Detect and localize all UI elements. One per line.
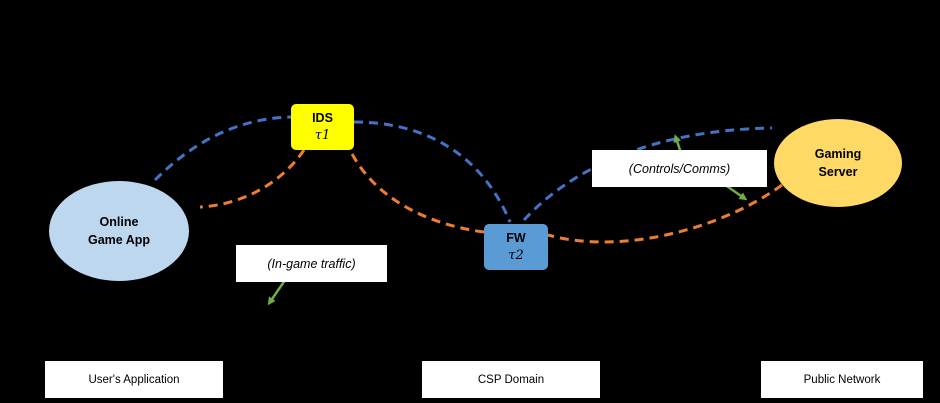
online-game-app-node: Online Game App xyxy=(49,181,189,281)
public-network-domain-label: Public Network xyxy=(761,361,923,398)
ids-tau-label: τ1 xyxy=(314,128,331,143)
ids-label: IDS xyxy=(312,111,333,125)
csp-domain-label: CSP Domain xyxy=(422,361,600,398)
orange-path-ids-app xyxy=(199,149,306,209)
in-game-traffic-label: (In-game traffic) xyxy=(236,245,387,282)
gaming-server-node: Gaming Server xyxy=(774,119,902,207)
orange-path-fw-ids xyxy=(348,149,485,234)
blue-path-app-ids xyxy=(153,115,293,182)
server-label-line1: Gaming xyxy=(814,147,862,161)
users-application-domain-label: User's Application xyxy=(45,361,223,398)
blue-path-ids-fw xyxy=(353,120,512,223)
fw-node: FW τ2 xyxy=(484,224,548,270)
ids-node: IDS τ1 xyxy=(291,104,354,150)
orange-path-server-fw xyxy=(547,183,783,244)
fw-tau-label: τ2 xyxy=(508,248,524,263)
blue-path-fw-server xyxy=(522,126,773,222)
server-label-line2: Server xyxy=(818,165,858,179)
app-label-line1: Online xyxy=(99,215,139,229)
fw-label: FW xyxy=(506,231,526,245)
controls-comms-label: (Controls/Comms) xyxy=(592,150,767,187)
app-label-line2: Game App xyxy=(87,233,151,247)
